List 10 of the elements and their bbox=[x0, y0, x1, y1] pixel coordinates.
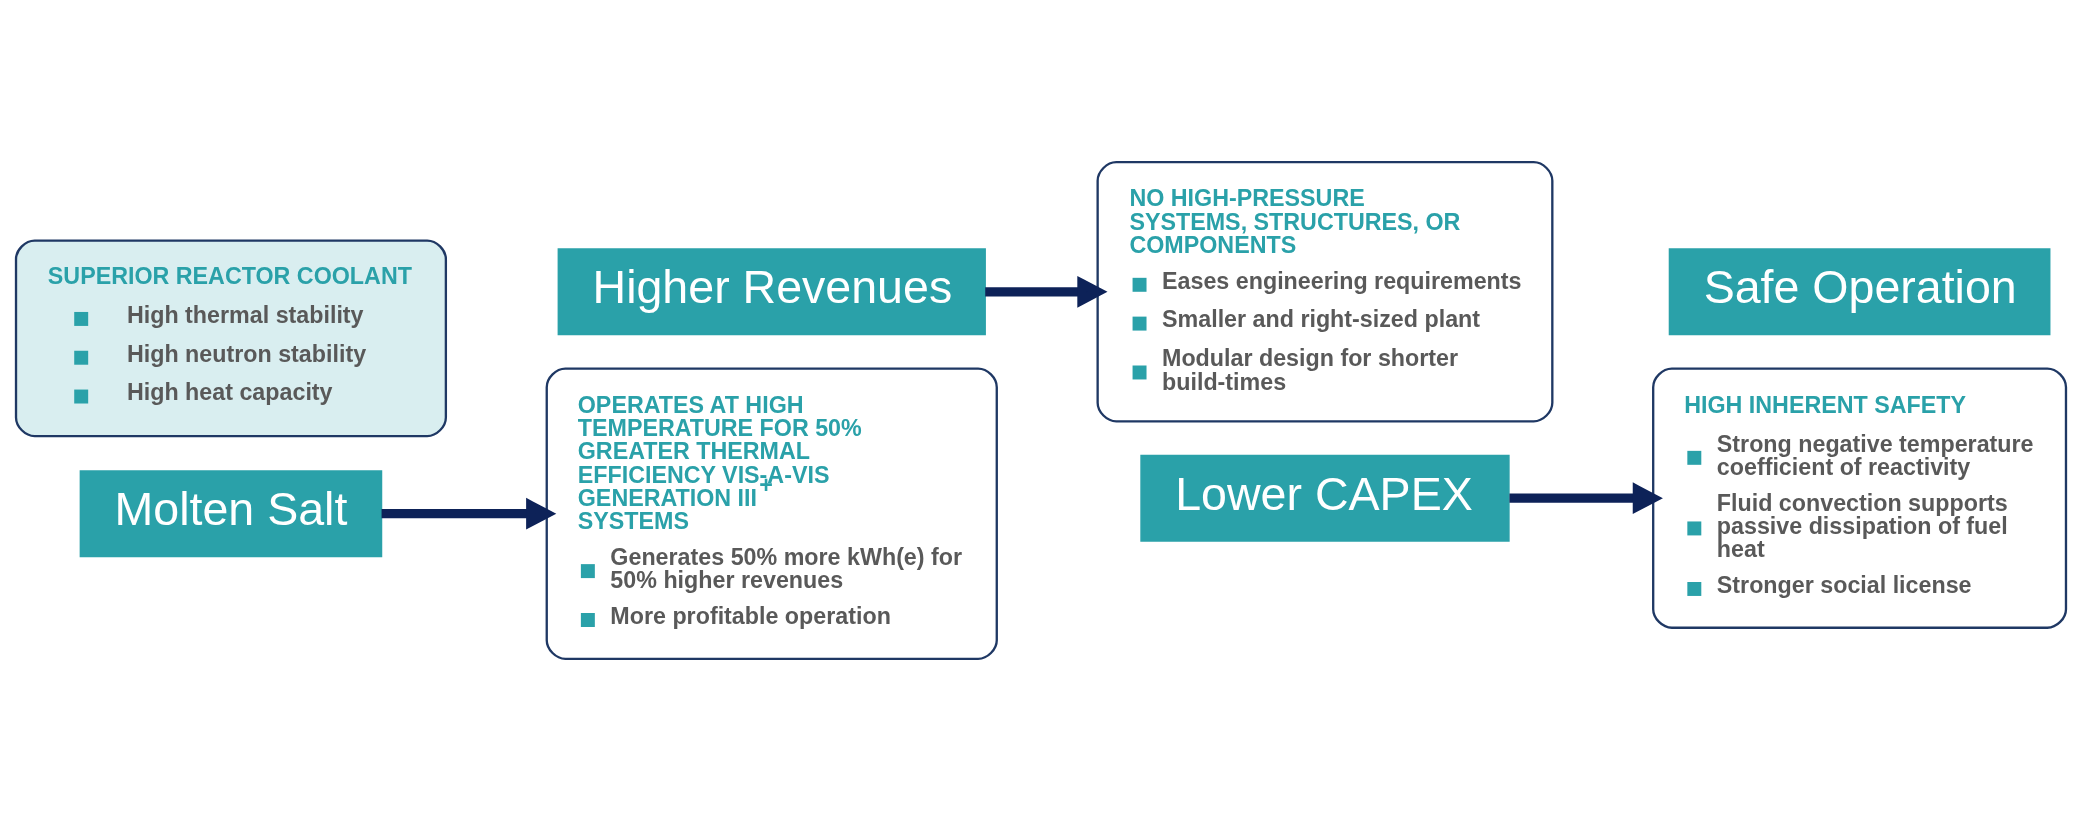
node-box: Safe Operation bbox=[1668, 248, 2051, 336]
node-box: HIGH INHERENT SAFETY Strong negative temperature coefficient of reactivity Fluid convection supports passive dissipation of fuel heat Stronger social license bbox=[1652, 367, 2068, 629]
node-box: NO HIGH-PRESSURE SYSTEMS, STRUCTURES, OR COMPONENTS Eases engineering requirements Smaller and right-sized plant Modular design for shorter build-times bbox=[1096, 161, 1554, 423]
arrow bbox=[1509, 482, 1663, 515]
node-box: Higher Revenues bbox=[557, 248, 986, 336]
node-box: Lower CAPEX bbox=[1140, 454, 1510, 542]
node-box: SUPERIOR REACTOR COOLANT High thermal stability High neutron stability High heat capacity bbox=[14, 239, 448, 438]
arrow bbox=[985, 275, 1108, 308]
arrow bbox=[381, 497, 557, 530]
node-box: Molten Salt bbox=[79, 470, 383, 558]
